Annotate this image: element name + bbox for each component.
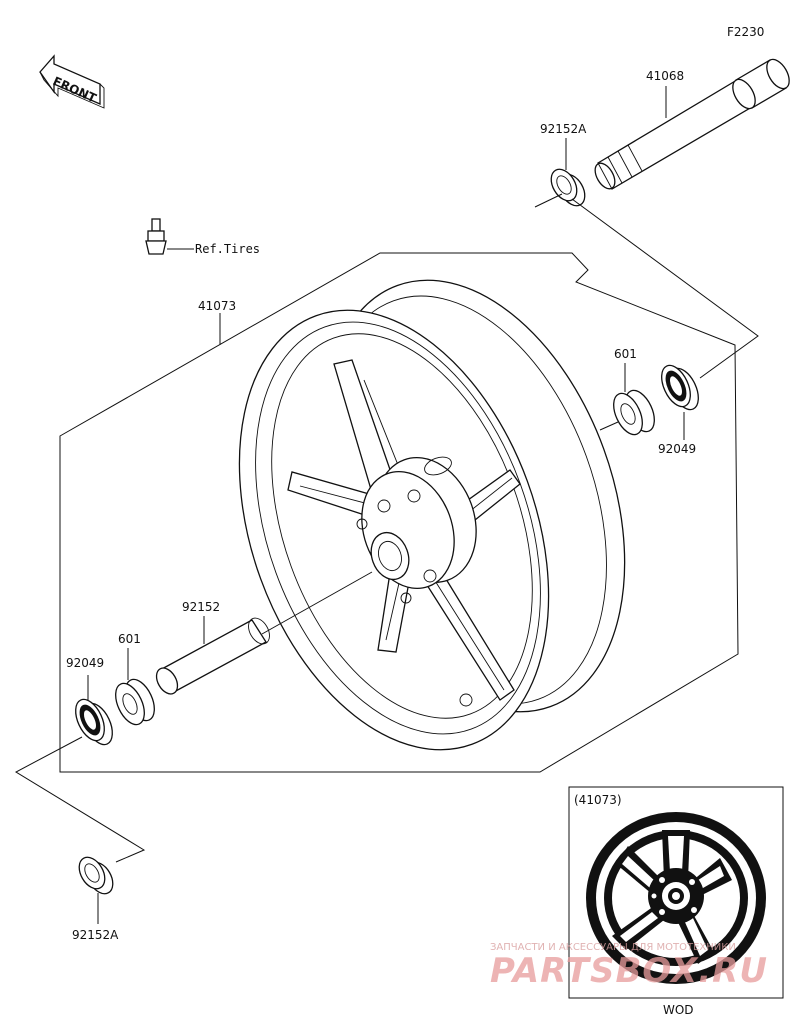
label-seal-right: 92049 bbox=[658, 442, 696, 456]
collar-bottom[interactable] bbox=[74, 853, 118, 898]
diagram-code: F2230 bbox=[727, 25, 764, 39]
label-axle: 41068 bbox=[646, 69, 684, 83]
label-wheel: 41073 bbox=[198, 299, 236, 313]
label-collar-top: 92152A bbox=[540, 122, 587, 136]
label-bearing-left: 601 bbox=[118, 632, 141, 646]
label-seal-left: 92049 bbox=[66, 656, 104, 670]
front-arrow-icon: FRONT bbox=[39, 54, 105, 109]
label-collar-bottom: 92152A bbox=[72, 928, 119, 942]
air-valve-icon[interactable] bbox=[145, 218, 167, 255]
collar-top[interactable] bbox=[546, 165, 590, 210]
front-axle[interactable] bbox=[591, 56, 794, 192]
ref-tires-label: Ref.Tires bbox=[195, 242, 260, 256]
oil-seal-right[interactable] bbox=[656, 361, 704, 414]
watermark-logo: PARTSBOX.RU bbox=[490, 951, 768, 991]
bearing-right[interactable] bbox=[608, 386, 660, 439]
inset-caption: WOD bbox=[663, 1003, 694, 1017]
front-wheel-rim[interactable] bbox=[183, 238, 681, 793]
oil-seal-left[interactable] bbox=[70, 695, 118, 749]
inset-box bbox=[568, 786, 784, 999]
distance-collar-spacer[interactable] bbox=[152, 614, 274, 697]
watermark-tagline: ЗАПЧАСТИ И АКСЕССУАРЫ ДЛЯ МОТОТЕХНИКИ bbox=[490, 942, 736, 953]
inset-part-ref: (41073) bbox=[574, 793, 622, 807]
label-spacer: 92152 bbox=[182, 600, 220, 614]
bearing-left[interactable] bbox=[110, 675, 160, 729]
label-bearing-right: 601 bbox=[614, 347, 637, 361]
inset-wheel-color-view bbox=[586, 812, 766, 984]
